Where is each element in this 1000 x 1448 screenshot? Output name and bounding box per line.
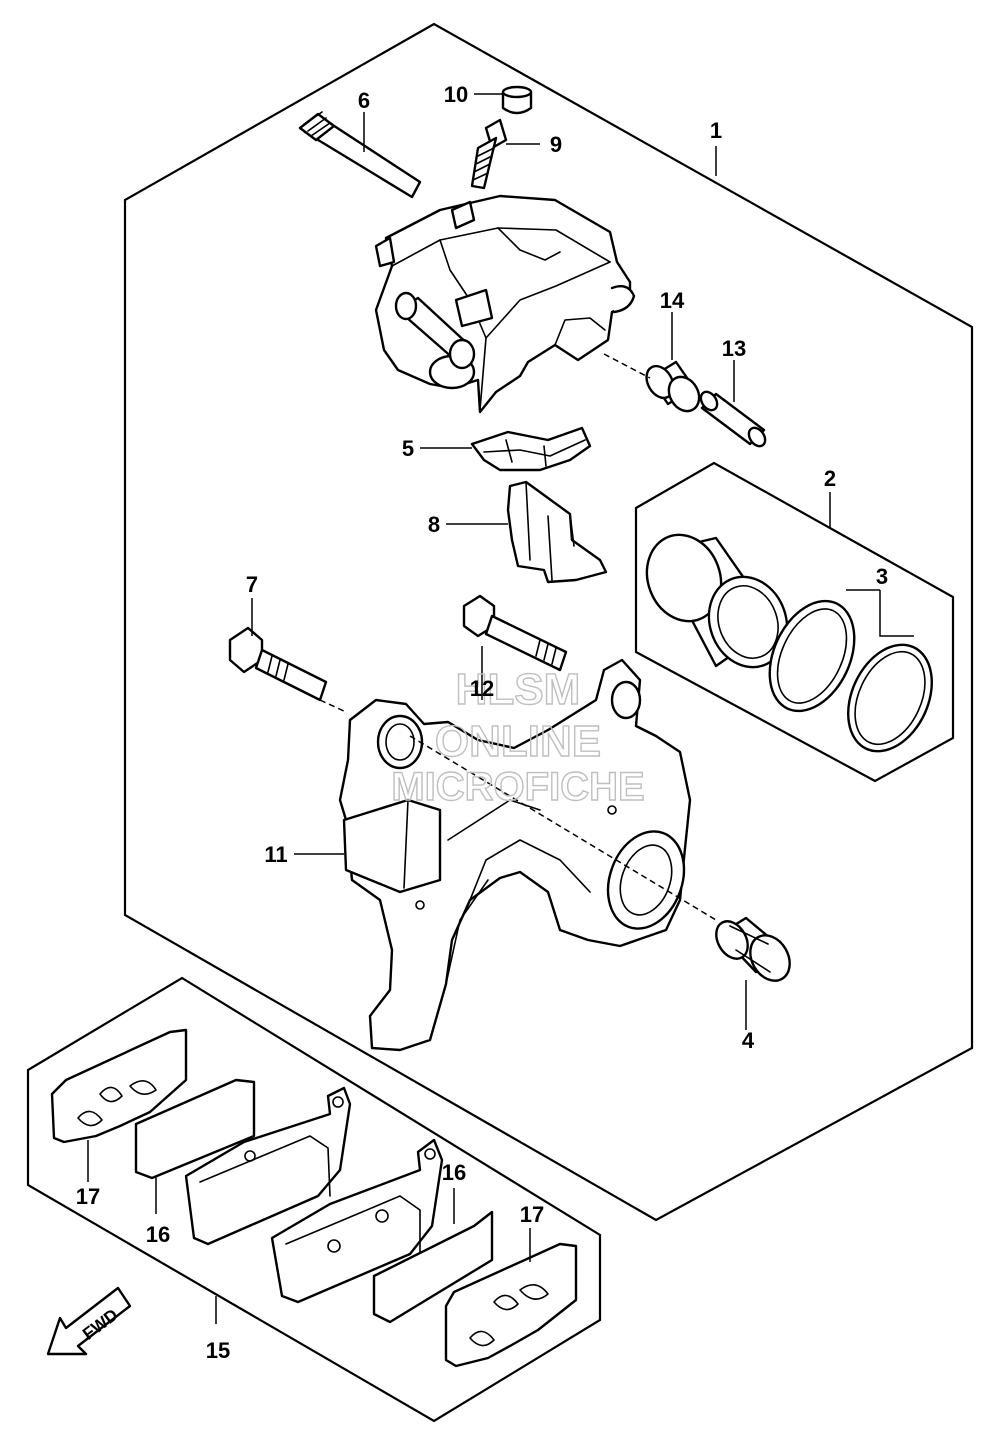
caliper-piston: [645, 533, 789, 669]
watermark-line3: MICROFICHE: [391, 765, 644, 809]
pad-retainer: [506, 480, 608, 584]
caliper-bracket: [338, 658, 692, 1052]
callout-7: 7: [246, 572, 258, 597]
callout-13: 13: [722, 336, 746, 361]
callout-16-right: 16: [442, 1160, 466, 1185]
brake-pads: [50, 1028, 578, 1368]
callout-17-left: 17: [76, 1184, 100, 1209]
mounting-bolt-12: [462, 594, 568, 672]
callout-9: 9: [550, 132, 562, 157]
callout-4: 4: [742, 1028, 755, 1053]
forward-arrow-icon: FWD: [46, 1286, 132, 1356]
callout-3: 3: [876, 564, 888, 589]
assembly-axis-lines: [319, 353, 717, 921]
callout-15: 15: [206, 1338, 230, 1363]
piston-set-frame: [634, 461, 955, 783]
callout-12: 12: [470, 676, 494, 701]
piston-seals: [768, 599, 933, 753]
callout-16-left: 16: [146, 1222, 170, 1247]
slide-pin-sleeve: [699, 390, 767, 448]
bleeder-valve: [470, 118, 508, 190]
callout-1: 1: [710, 118, 722, 143]
watermark: HLSM ONLINE MICROFICHE: [391, 664, 646, 809]
callout-17-right: 17: [520, 1202, 544, 1227]
pad-spring: [470, 426, 592, 472]
bracket-boot: [715, 916, 791, 982]
callout-5: 5: [402, 436, 414, 461]
bleeder-cap: [501, 85, 533, 115]
callout-2: 2: [824, 466, 836, 491]
callout-labels: 1 2 3 4 5 6 7 8 9 10 11 12 13 14 15 16 1…: [76, 82, 888, 1363]
callout-10: 10: [444, 82, 468, 107]
brake-pad-set-frame: [26, 976, 602, 1423]
callout-11: 11: [264, 842, 287, 867]
watermark-line1: HLSM: [456, 665, 581, 714]
watermark-line2: ONLINE: [435, 717, 601, 766]
caliper-body: [374, 194, 636, 414]
callout-8: 8: [428, 512, 440, 537]
slide-pin-upper: [298, 111, 422, 199]
callout-leaders: [87, 93, 914, 1324]
callout-6: 6: [358, 88, 370, 113]
mounting-bolt-7: [228, 626, 328, 702]
caliper-assembly-frame: [123, 22, 974, 1222]
slide-pin-boot: [645, 360, 701, 413]
callout-14: 14: [660, 288, 685, 313]
